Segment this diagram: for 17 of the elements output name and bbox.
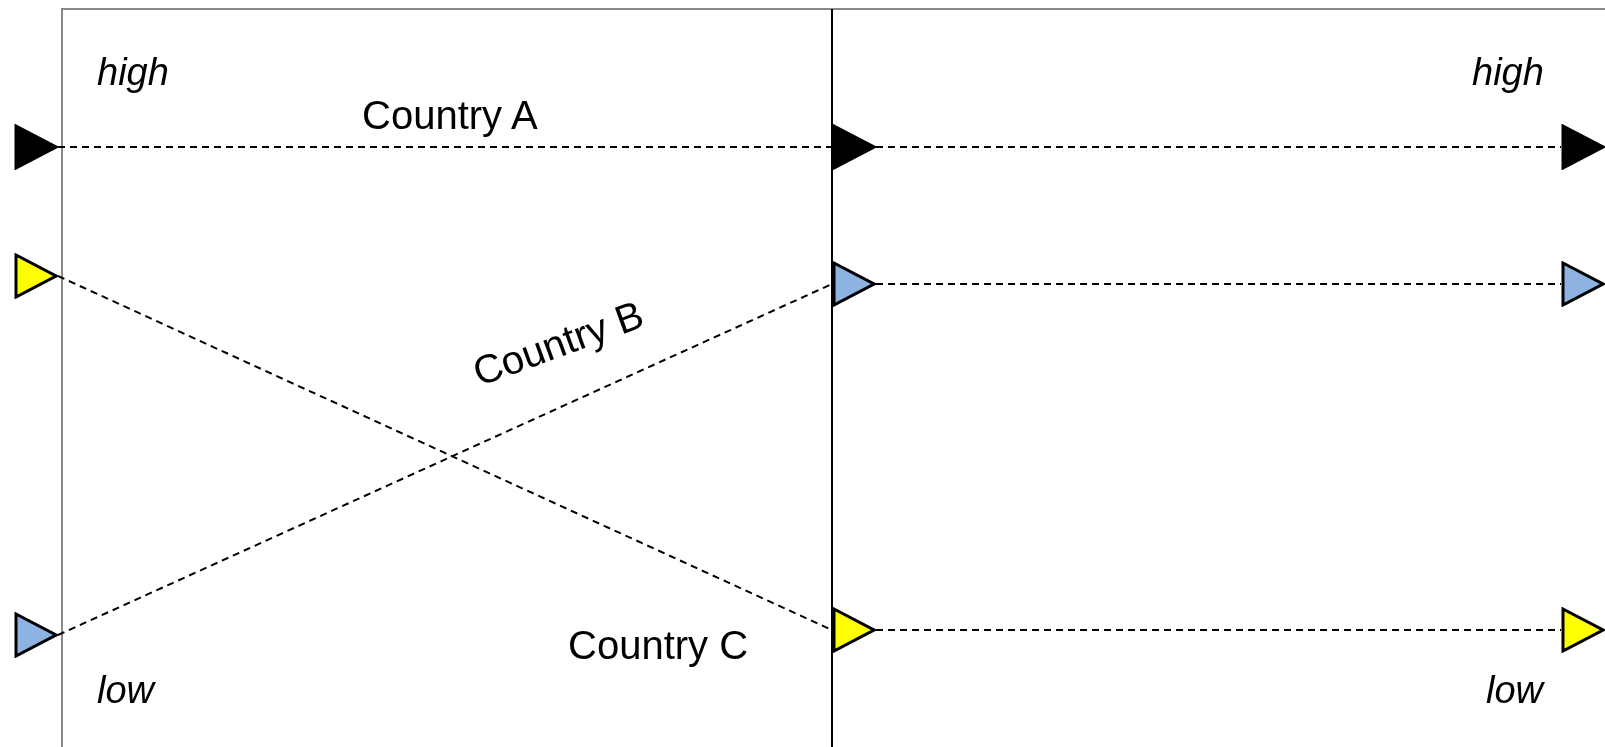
dashed-connector <box>875 629 1562 631</box>
triangle-marker <box>14 253 58 299</box>
triangle-marker <box>832 261 876 307</box>
scale-label: low <box>1486 668 1544 712</box>
triangle-marker <box>14 124 58 170</box>
triangle-marker <box>1561 261 1605 307</box>
scale-label: low <box>97 668 155 712</box>
triangle-marker <box>832 607 876 653</box>
dashed-connector <box>875 283 1562 285</box>
triangle-marker <box>832 124 876 170</box>
triangle-marker <box>1561 607 1605 653</box>
scale-label: high <box>97 50 169 94</box>
dashed-connector <box>875 146 1562 148</box>
triangle-marker <box>14 612 58 658</box>
scale-label: high <box>1472 50 1544 94</box>
triangle-marker <box>1561 124 1605 170</box>
dashed-connector <box>57 146 833 148</box>
